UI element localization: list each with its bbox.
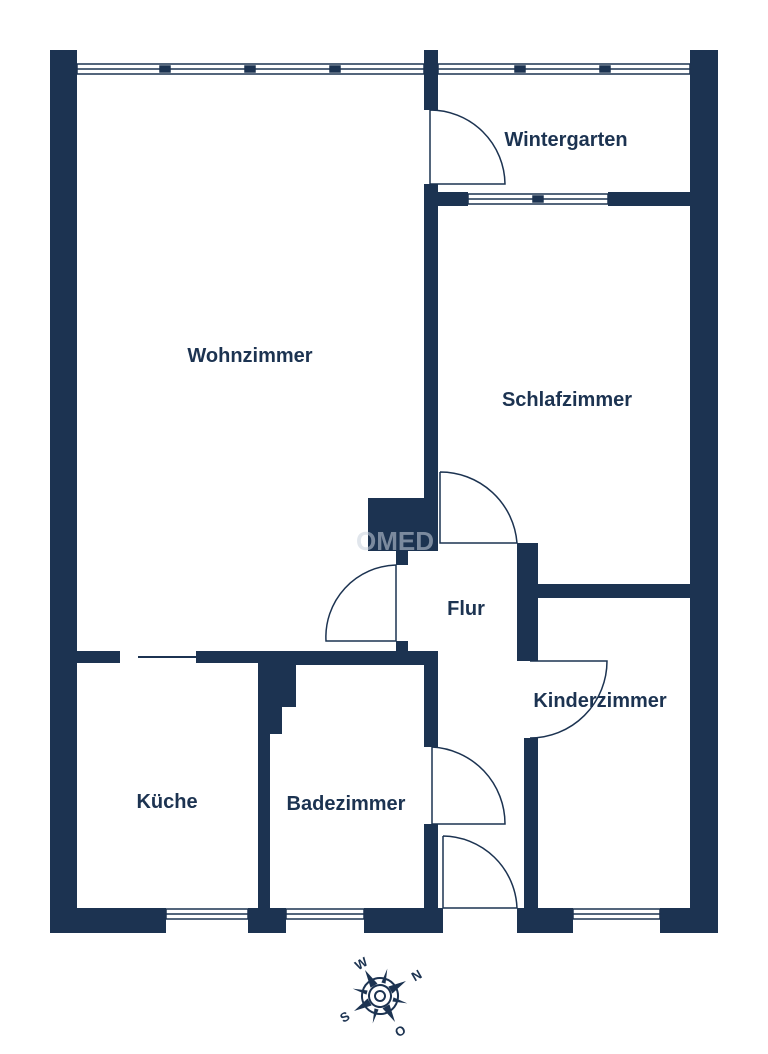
window-north-wohnzimmer (76, 63, 425, 75)
wall-schlaf-kinder (517, 584, 692, 598)
wall-wohn-schlaf (424, 184, 438, 498)
wall-flur-west-stub (396, 641, 408, 653)
door-entrance (442, 835, 518, 909)
wall-bad-flur-upper (424, 651, 438, 747)
wall-south-2 (248, 908, 286, 933)
room-label-flur: Flur (447, 598, 485, 620)
door-kinderzimmer (529, 660, 608, 739)
wall-flur-block (368, 498, 438, 551)
wall-south-1 (50, 908, 166, 933)
door-wohnzimmer (325, 564, 397, 642)
room-label-badezimmer: Badezimmer (287, 793, 406, 815)
room-label-wintergarten: Wintergarten (504, 129, 627, 151)
wall-south-4 (517, 908, 573, 933)
compass-w: W (352, 954, 371, 973)
wall-bad-shaft-b (270, 661, 282, 734)
wall-east (690, 50, 718, 933)
wall-kueche-bad (258, 651, 270, 908)
compass-n: N (409, 967, 425, 985)
door-wintergarten (429, 109, 506, 185)
wall-bad-flur-lower (424, 824, 438, 908)
wall-wohn-kueche-a (77, 651, 120, 663)
room-label-kueche: Küche (136, 791, 197, 813)
windows (76, 63, 691, 920)
wall-north-mid-post (424, 50, 438, 110)
wall-north-left-cap (50, 50, 77, 76)
window-wintergarten-schlaf (467, 193, 609, 205)
doors (325, 109, 608, 909)
wall-south-3 (364, 908, 443, 933)
wall-west (50, 50, 77, 933)
wall-flur-east-upper (517, 543, 538, 661)
wall-flur-east-lower (524, 738, 538, 908)
wall-bad-north (262, 651, 438, 665)
window-south-kueche (165, 908, 249, 920)
door-badezimmer (431, 746, 506, 825)
room-label-schlafzimmer: Schlafzimmer (502, 389, 632, 411)
walls (50, 50, 718, 933)
window-south-kinder (572, 908, 661, 920)
watermark: OMED (356, 526, 434, 556)
room-label-kinderzimmer: Kinderzimmer (533, 690, 667, 712)
room-label-wohnzimmer: Wohnzimmer (187, 345, 312, 367)
window-north-wintergarten (437, 63, 691, 75)
wall-south-5 (660, 908, 718, 933)
compass-o: O (392, 1022, 408, 1040)
compass-s: S (337, 1008, 352, 1025)
wall-wintergarten-south-b (608, 192, 692, 206)
wall-flur-stub (396, 551, 408, 565)
door-schlafzimmer (439, 471, 518, 544)
compass-icon: W S N O (337, 954, 425, 1041)
window-south-bad (285, 908, 365, 920)
